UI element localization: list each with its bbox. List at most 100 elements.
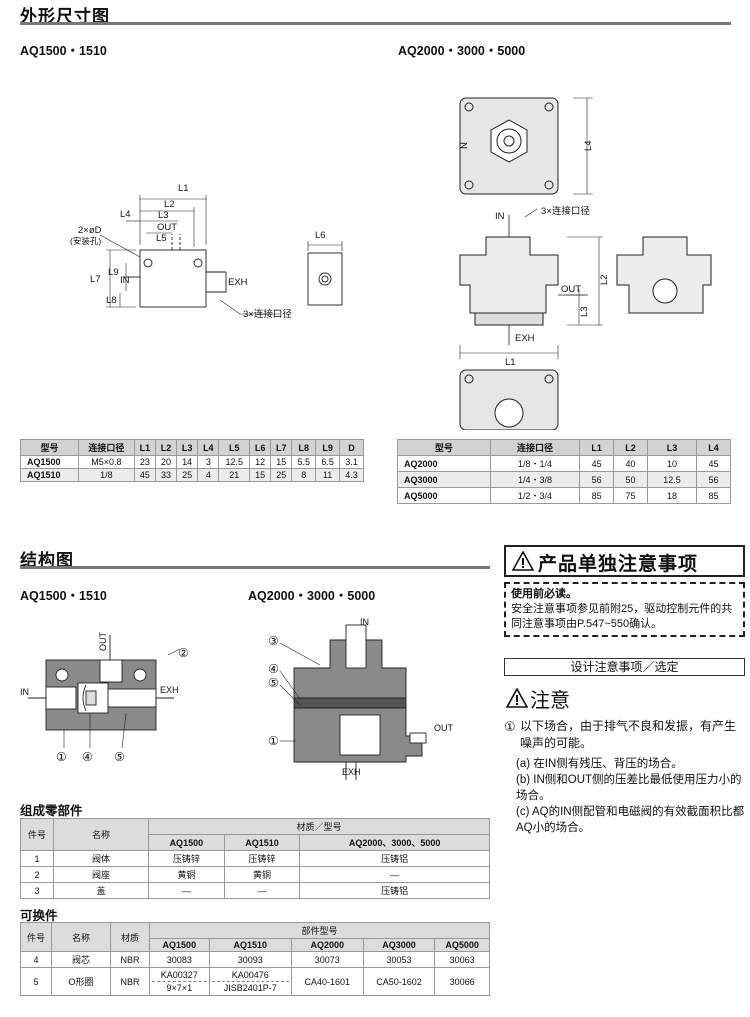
label-out: OUT (157, 222, 177, 233)
cell: 45 (696, 455, 731, 472)
cell: 1/8・1/4 (489, 455, 581, 472)
label-in-right: IN (495, 211, 505, 222)
dim-l3: L3 (158, 210, 169, 221)
label-hole-note: (安装孔) (70, 236, 101, 246)
model-label-struct-aq2000: AQ2000・3000・5000 (248, 589, 376, 603)
cell: 12.5 (218, 455, 251, 469)
components-title: 组成零部件 (20, 804, 83, 818)
item-number: ① (504, 719, 516, 734)
cell: 6.5 (315, 455, 341, 469)
cell: 30066 (434, 967, 490, 996)
model-label-aq2000: AQ2000・3000・5000 (398, 44, 526, 58)
th: L9 (315, 439, 341, 456)
cell: 阀芯 (51, 951, 111, 968)
cell: 3.1 (339, 455, 364, 469)
th: AQ1500 (148, 834, 225, 851)
table-row: AQ5000 1/2・3/4 85 75 18 85 (397, 487, 731, 504)
cell: 23 (133, 455, 156, 469)
dim-l6: L6 (315, 230, 326, 241)
cell: 20 (154, 455, 178, 469)
table-header-row: 型号 连接口径 L1 L2 L3 L4 (397, 439, 731, 456)
table-row: AQ3000 1/4・3/8 56 50 12.5 56 (397, 471, 731, 488)
th: AQ3000 (362, 938, 436, 952)
cell: 30083 (149, 951, 210, 968)
cell: 33 (154, 468, 178, 482)
cell: 14 (176, 455, 199, 469)
dimension-drawing-aq2000: N L4 IN 3×连接口径 OUT EXH L1 L2 L3 (459, 97, 712, 430)
dim-l8: L8 (106, 295, 117, 306)
caution-header: 产品单独注意事项 (538, 554, 699, 575)
th: 型号 (20, 439, 79, 456)
structure-drawing-aq1500: OUT IN EXH ② ① ④ ⑤ (20, 632, 189, 765)
cell: CA50-1602 (362, 967, 436, 996)
label-port-right: 3×连接口径 (541, 205, 590, 217)
cell: 15 (249, 468, 272, 482)
th: L4 (696, 439, 731, 456)
cell: 85 (696, 487, 731, 504)
table-header-row: AQ1500 AQ1510 AQ2000、3000、5000 (21, 834, 490, 851)
cell: 40 (613, 455, 648, 472)
cell: 压铸锌 (223, 850, 301, 867)
cell: 4.3 (339, 468, 364, 482)
section-title-structure: 结构图 (20, 551, 74, 570)
cell: NBR (110, 951, 150, 968)
th: L5 (218, 439, 251, 456)
th: AQ5000 (434, 938, 490, 952)
dimension-table-aq2000: 型号 连接口径 L1 L2 L3 L4 AQ2000 1/8・1/4 45 40… (397, 439, 731, 504)
th: L2 (613, 439, 648, 456)
callout-1: ① (56, 750, 67, 764)
sub-item-a: (a) 在IN侧有残压、背压的场合。 (516, 758, 683, 770)
cell: 1 (20, 850, 54, 867)
cell: 盖 (53, 882, 149, 899)
dim-l4-right: L4 (583, 140, 594, 151)
cell: — (223, 882, 301, 899)
cell: 1/2・3/4 (489, 487, 581, 504)
th: L6 (249, 439, 272, 456)
cell: 黄铜 (148, 866, 225, 883)
cell: 4 (197, 468, 220, 482)
th: AQ2000、3000、5000 (299, 834, 490, 851)
table-header-row: 件号 名称 材质／型号 (20, 818, 490, 851)
cell: KA00476 JISB2401P-7 (208, 967, 292, 996)
th: L1 (579, 439, 615, 456)
cell: O形圈 (51, 967, 111, 996)
cell: 56 (579, 471, 615, 488)
th: L2 (154, 439, 178, 456)
callout-5: ⑤ (114, 750, 125, 764)
th: 件号 (20, 818, 54, 851)
th: L3 (176, 439, 199, 456)
dim-l1: L1 (178, 183, 189, 194)
th: 部件型号 (149, 922, 490, 939)
callout-3: ③ (268, 634, 279, 648)
th: 材质 (110, 922, 150, 952)
model-label-aq1500: AQ1500・1510 (20, 44, 107, 58)
model-label-struct-aq1500: AQ1500・1510 (20, 589, 107, 603)
th: 连接口径 (77, 439, 135, 456)
table-row: 5 O形圈 NBR KA00327 9×7×1 KA00476 JISB2401… (20, 967, 490, 996)
table-row: 3 盖 — — 压铸铝 (20, 882, 490, 899)
table-header-row: 件号 名称 材质 部件型号 (20, 922, 490, 952)
note-title: 使用前必读。 (511, 588, 577, 600)
cell: NBR (110, 967, 150, 996)
cell: 45 (579, 455, 615, 472)
structure-drawing-aq2000: IN OUT EXH ③ ④ ⑤ ① (268, 617, 454, 780)
dim-l2-right: L2 (599, 274, 610, 285)
th: 名称 (53, 818, 149, 851)
cell: 45 (133, 468, 156, 482)
cell: 30053 (362, 951, 436, 968)
label-in: IN (20, 687, 29, 697)
cell: AQ2000 (397, 455, 491, 472)
cell: 5 (20, 967, 52, 996)
replaceable-parts-table: 件号 名称 材质 部件型号 AQ1500 AQ1510 AQ2000 AQ300… (20, 922, 490, 996)
th: AQ1500 (149, 938, 210, 952)
cell: 75 (613, 487, 648, 504)
dimension-drawing-aq1500: L1 L2 L4 L3 OUT L5 2×øD (安装孔) IN L7 L9 L… (70, 183, 343, 320)
cell: 10 (646, 455, 698, 472)
cell: — (299, 866, 490, 883)
label-exh-right: EXH (515, 333, 535, 344)
table-row: AQ2000 1/8・1/4 45 40 10 45 (397, 455, 731, 472)
design-notes-label: 设计注意事项／选定 (504, 658, 745, 676)
cell: 2 (20, 866, 54, 883)
dim-l5: L5 (156, 233, 167, 244)
th: 连接口径 (489, 439, 581, 456)
